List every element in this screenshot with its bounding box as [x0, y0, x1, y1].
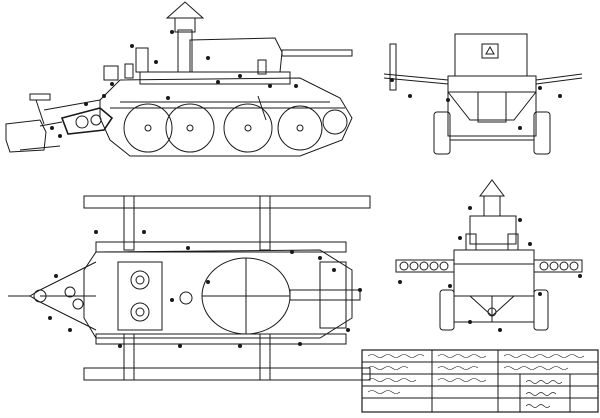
- front-hull: [447, 75, 537, 137]
- gun-barrel-side: [281, 49, 353, 57]
- road-wheel-3: [223, 103, 273, 153]
- front-turret: [454, 33, 528, 77]
- plan-view: [8, 195, 371, 381]
- road-wheel-4: [277, 105, 323, 151]
- road-wheel-1: [123, 103, 173, 153]
- side-elevation-view: [5, 1, 353, 157]
- plan-beam-bottom: [83, 367, 371, 381]
- title-block: [361, 349, 599, 413]
- rear-cupola-hood: [479, 179, 505, 197]
- plan-beam-top: [83, 195, 371, 209]
- rear-outrigger-right: [533, 259, 583, 273]
- front-outrigger-left: [383, 73, 449, 81]
- rear-track-left: [439, 289, 455, 331]
- plan-hull: [83, 249, 353, 339]
- front-bogie-assembly: [60, 107, 114, 135]
- plan-gun-barrel: [289, 289, 361, 301]
- rear-turret: [469, 215, 517, 245]
- road-wheel-2: [165, 103, 215, 153]
- plan-track-top: [95, 241, 347, 253]
- turret-side: [189, 37, 283, 73]
- front-plough-side: [5, 119, 47, 153]
- rear-outrigger-left: [395, 259, 455, 273]
- front-track-right: [533, 111, 551, 155]
- front-track-left: [433, 111, 451, 155]
- front-elevation-view: [383, 33, 583, 155]
- plan-engine-deck: [117, 261, 163, 331]
- title-block-handwriting: [367, 354, 585, 408]
- reference-markers: [48, 30, 582, 348]
- cupola-hood-side: [165, 1, 205, 19]
- plan-track-bottom: [95, 333, 347, 345]
- hull-side: [99, 77, 353, 157]
- front-outrigger-right: [535, 73, 583, 81]
- rear-track-right: [533, 289, 549, 331]
- front-hatch-emblem: [481, 43, 499, 59]
- rear-elevation-view: [395, 179, 583, 331]
- idler-wheel: [322, 109, 348, 135]
- rear-hull: [453, 249, 535, 297]
